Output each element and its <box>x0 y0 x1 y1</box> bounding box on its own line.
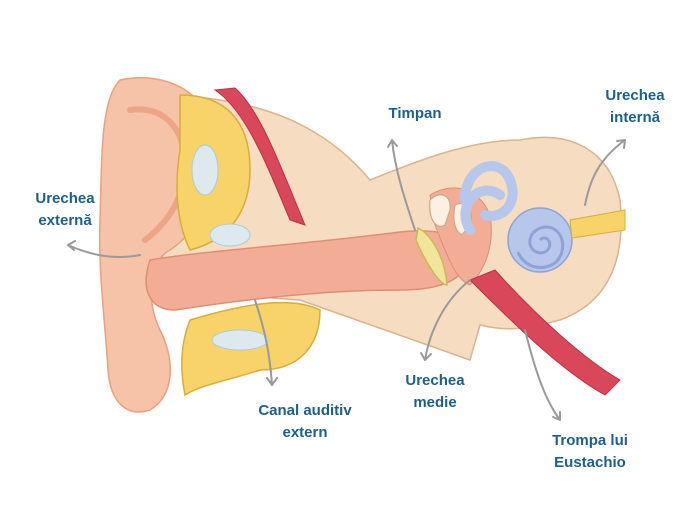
label-outer-ear-line-2: externă <box>38 212 92 229</box>
arrow-inner-ear <box>584 139 626 206</box>
cartilage-cavity-2 <box>209 223 251 247</box>
label-ear-canal: Canal auditiv extern <box>240 400 370 444</box>
label-outer-ear-line-1: Urechea <box>35 190 95 207</box>
label-outer-ear: Urechea externă <box>10 188 120 232</box>
arrow-eardrum <box>387 139 416 231</box>
arrow-outer-ear <box>67 240 141 258</box>
label-inner-ear: Urechea internă <box>585 85 685 129</box>
label-eustachian-tube-line-1: Trompa lui <box>552 432 628 449</box>
cartilage-cavity-3 <box>211 329 269 351</box>
pointer-arrows <box>67 139 626 421</box>
arrow-eustachian-tube <box>524 329 561 421</box>
arrow-middle-ear <box>420 279 471 361</box>
label-eustachian-tube-line-2: Eustachio <box>554 454 626 471</box>
label-eustachian-tube: Trompa lui Eustachio <box>530 430 650 474</box>
label-middle-ear-line-1: Urechea <box>405 372 465 389</box>
eardrum-membrane <box>415 226 448 286</box>
label-inner-ear-line-1: Urechea <box>605 87 665 104</box>
arrow-ear-canal <box>254 299 278 386</box>
eustachian-tube <box>469 269 621 396</box>
label-middle-ear: Urechea medie <box>385 370 485 414</box>
auditory-nerve <box>569 209 626 239</box>
label-eardrum: Timpan <box>370 103 460 125</box>
label-ear-canal-line-2: extern <box>282 424 328 441</box>
semicircular-canals <box>460 161 518 235</box>
ear-canal <box>145 230 471 311</box>
muscle-upper <box>213 87 306 226</box>
cochlea-spiral <box>516 225 565 269</box>
label-eardrum-line-1: Timpan <box>388 105 442 122</box>
cartilage-cavity-1 <box>191 144 219 196</box>
label-ear-canal-line-1: Canal auditiv <box>258 402 352 419</box>
label-inner-ear-line-2: internă <box>609 109 660 126</box>
label-middle-ear-line-2: medie <box>413 394 457 411</box>
